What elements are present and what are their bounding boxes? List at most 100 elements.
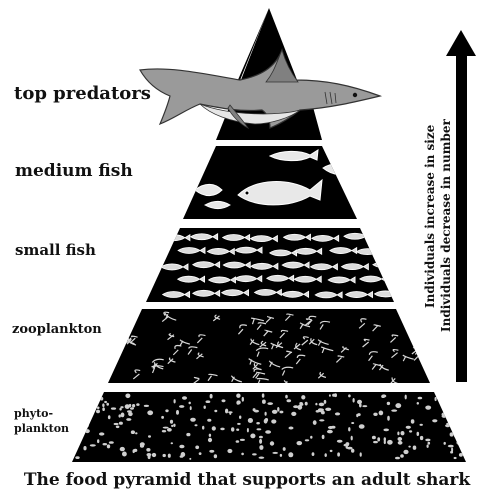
phytoplankton-icon — [163, 454, 166, 457]
phytoplankton-icon — [242, 397, 244, 402]
phytoplankton-icon — [107, 444, 110, 448]
phytoplankton-icon — [147, 410, 153, 415]
tier-label-zooplankton: zooplankton — [12, 323, 102, 336]
phytoplankton-icon — [348, 394, 351, 397]
phytoplankton-icon — [186, 433, 190, 436]
phytoplankton-icon — [458, 420, 464, 424]
phytoplankton-icon — [167, 428, 172, 432]
phytoplankton-icon — [351, 422, 354, 424]
phytoplankton-icon — [165, 409, 168, 412]
phytoplankton-icon — [444, 442, 446, 445]
phytoplankton-icon — [259, 445, 263, 450]
phytoplankton-icon — [285, 395, 288, 399]
phytoplankton-icon — [236, 429, 239, 431]
phytoplankton-icon — [259, 436, 263, 439]
phytoplankton-icon — [387, 416, 390, 421]
phytoplankton-icon — [90, 444, 96, 446]
phytoplankton-icon — [319, 403, 325, 407]
phytoplankton-icon — [127, 410, 132, 412]
phytoplankton-icon — [391, 409, 397, 411]
phytoplankton-icon — [335, 412, 340, 415]
phytoplankton-icon — [272, 410, 278, 414]
phytoplankton-icon — [262, 400, 266, 404]
phytoplankton-icon — [289, 427, 294, 430]
phytoplankton-icon — [313, 420, 317, 425]
phytoplankton-icon — [161, 416, 164, 419]
phytoplankton-icon — [425, 439, 430, 442]
phytoplankton-icon — [111, 407, 116, 409]
phytoplankton-icon — [409, 430, 412, 432]
phytoplankton-icon — [305, 402, 308, 406]
phytoplankton-icon — [220, 428, 224, 431]
phytoplankton-icon — [227, 449, 232, 453]
phytoplankton-icon — [212, 426, 216, 430]
phytoplankton-icon — [443, 394, 446, 397]
phytoplankton-icon — [136, 403, 139, 406]
phytoplankton-icon — [259, 457, 265, 459]
phytoplankton-icon — [332, 394, 336, 397]
phytoplankton-icon — [262, 393, 265, 397]
phytoplankton-icon — [108, 415, 111, 419]
phytoplankton-icon — [78, 416, 83, 418]
phytoplankton-icon — [417, 402, 419, 405]
phytoplankton-icon — [140, 442, 145, 446]
phytoplankton-icon — [277, 407, 279, 412]
small-fish-icon — [373, 262, 400, 268]
phytoplankton-icon — [109, 441, 114, 444]
phytoplankton-icon — [144, 405, 149, 407]
phytoplankton-icon — [103, 443, 108, 445]
phytoplankton-icon — [319, 408, 324, 411]
phytoplankton-icon — [357, 413, 360, 416]
phytoplankton-icon — [83, 446, 86, 450]
phytoplankton-icon — [432, 419, 437, 422]
phytoplankton-icon — [450, 404, 454, 407]
phytoplankton-icon — [168, 454, 171, 458]
zooplankton-icon — [113, 329, 120, 336]
phytoplankton-icon — [401, 431, 405, 435]
phytoplankton-icon — [411, 419, 415, 423]
phytoplankton-icon — [189, 458, 191, 460]
phytoplankton-icon — [241, 453, 244, 456]
phytoplankton-icon — [353, 398, 355, 403]
phytoplankton-icon — [456, 435, 460, 439]
phytoplankton-icon — [435, 397, 437, 401]
small-fish-icon — [357, 249, 384, 255]
phytoplankton-icon — [83, 416, 87, 419]
diagram-caption: The food pyramid that supports an adult … — [0, 470, 494, 490]
phytoplankton-icon — [236, 440, 240, 443]
phytoplankton-icon — [171, 425, 173, 427]
phytoplankton-icon — [451, 447, 453, 452]
tier-label-medium-fish: medium fish — [15, 163, 133, 180]
phytoplankton-icon — [337, 440, 343, 443]
phytoplankton-icon — [102, 407, 105, 411]
phytoplankton-icon — [442, 414, 447, 418]
phytoplankton-icon — [195, 424, 198, 426]
phytoplankton-icon — [171, 442, 173, 444]
phytoplankton-icon — [400, 454, 404, 458]
phytoplankton-icon — [190, 406, 192, 410]
phytoplankton-icon — [256, 422, 260, 424]
arrow-label-size: Individuals increase in size — [423, 125, 437, 308]
phytoplankton-icon — [214, 410, 217, 412]
phytoplankton-icon — [148, 435, 151, 437]
phytoplankton-icon — [208, 438, 212, 442]
phytoplankton-icon — [116, 426, 120, 429]
phytoplankton-icon — [299, 402, 303, 405]
small-fish-icon — [388, 248, 415, 254]
phytoplankton-icon — [397, 432, 399, 436]
phytoplankton-icon — [283, 447, 286, 451]
tier-label-phytoplankton: phyto- plankton — [14, 406, 69, 437]
zooplankton-icon — [120, 324, 130, 330]
small-fish-icon — [344, 233, 371, 239]
phytoplankton-icon — [357, 400, 362, 404]
phytoplankton-icon — [119, 408, 121, 411]
phytoplankton-icon — [96, 410, 100, 414]
phytoplankton-icon — [120, 447, 125, 451]
phytoplankton-icon — [377, 437, 380, 441]
phytoplankton-icon — [129, 404, 131, 407]
phytoplankton-icon — [331, 426, 335, 429]
phytoplankton-icon — [162, 430, 166, 432]
phytoplankton-icon — [121, 413, 125, 418]
phytoplankton-icon — [84, 425, 89, 428]
phytoplankton-icon — [437, 394, 441, 397]
